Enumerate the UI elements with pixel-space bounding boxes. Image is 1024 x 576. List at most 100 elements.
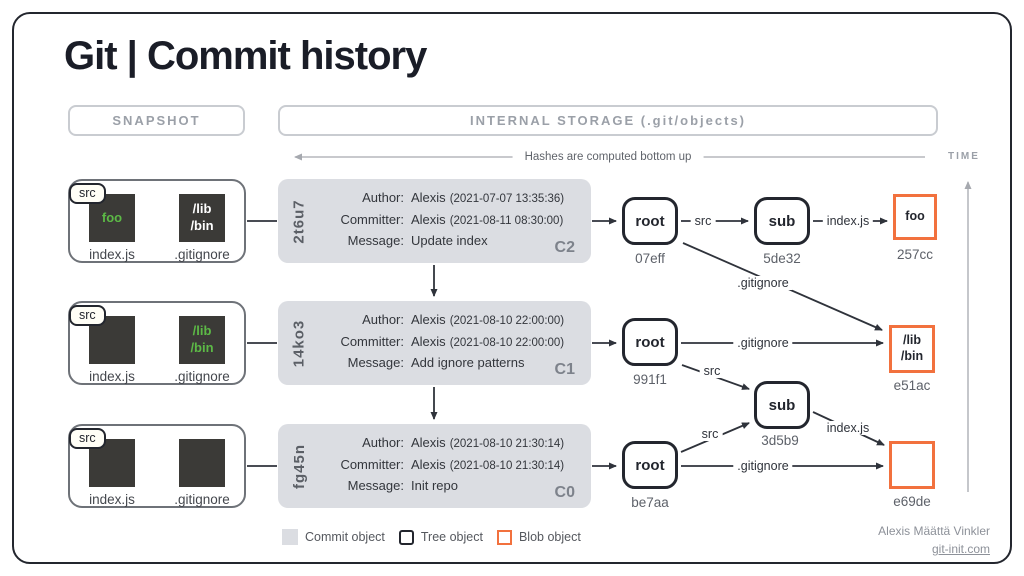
edge-label-indexjs: index.js xyxy=(822,421,874,435)
file-name-label: index.js xyxy=(89,369,135,384)
file-content-text: /bin xyxy=(190,340,214,355)
commit-hash: 14ko3 xyxy=(290,319,308,367)
tree-hash: 5de32 xyxy=(763,251,801,266)
file-gitignore: /lib /bin .gitignore xyxy=(169,194,235,262)
commit-tag: C0 xyxy=(554,484,575,501)
author-value: Alexis xyxy=(411,312,446,327)
legend-commit-object: Commit object xyxy=(282,529,385,545)
message-value: Add ignore patterns xyxy=(411,355,525,370)
blob-hash: e69de xyxy=(893,494,931,509)
committer-label: Committer: xyxy=(340,456,404,472)
blob-node-foo: foo xyxy=(893,194,937,240)
author-value: Alexis xyxy=(411,190,446,205)
legend-tree-object: Tree object xyxy=(398,529,483,545)
tree-node-sub-c2: sub xyxy=(754,197,810,245)
message-label: Message: xyxy=(347,233,404,248)
committer-date: (2021-08-10 21:30:14) xyxy=(449,459,565,472)
committer-value: Alexis xyxy=(411,211,446,227)
tree-node-root-c2: root xyxy=(622,197,678,245)
src-folder-tag: src xyxy=(69,428,106,449)
legend-label: Blob object xyxy=(518,530,581,544)
file-square-icon: src xyxy=(69,305,135,364)
file-gitignore: /lib /bin .gitignore xyxy=(169,316,235,384)
commit-tag: C2 xyxy=(554,239,575,256)
commit-details: Author: Alexis(2021-07-07 13:35:36) Commi… xyxy=(320,190,564,255)
file-content-text: /lib xyxy=(192,201,212,217)
blob-node-empty xyxy=(889,441,935,489)
committer-date: (2021-08-11 08:30:00) xyxy=(449,214,564,227)
message-value: Update index xyxy=(411,233,488,248)
file-square-icon xyxy=(179,439,225,487)
blob-content: /lib xyxy=(902,333,922,348)
author-date: (2021-08-10 22:00:00) xyxy=(449,315,565,327)
commit-object-c2: 2t6u7 Author: Alexis(2021-07-07 13:35:36)… xyxy=(278,179,591,263)
tree-node-root-c0: root xyxy=(622,441,678,489)
blob-node-libbin: /lib /bin xyxy=(889,325,935,373)
author-date: (2021-08-10 21:30:14) xyxy=(449,438,565,450)
file-name-label: index.js xyxy=(89,492,135,507)
edge-label-gitignore: .gitignore xyxy=(733,459,793,473)
blob-content: foo xyxy=(905,209,925,224)
commit-tag: C1 xyxy=(554,361,575,378)
file-index-js: src index.js xyxy=(69,428,145,507)
author-value: Alexis xyxy=(411,435,446,450)
file-square-icon: src foo xyxy=(69,183,135,242)
time-axis-label: TIME xyxy=(948,151,980,162)
snapshot-column-header: SNAPSHOT xyxy=(68,105,245,136)
internal-storage-column-header: INTERNAL STORAGE (.git/objects) xyxy=(278,105,938,136)
tree-object-swatch xyxy=(398,529,414,545)
message-label: Message: xyxy=(347,355,404,370)
tree-hash: 07eff xyxy=(635,251,665,266)
credit-site-link[interactable]: git-init.com xyxy=(931,542,990,556)
legend-label: Tree object xyxy=(420,530,483,544)
author-label: Author: xyxy=(362,435,404,450)
tree-hash: 991f1 xyxy=(633,372,667,387)
file-content-text: /bin xyxy=(190,218,214,233)
author-date: (2021-07-07 13:35:36) xyxy=(449,193,565,205)
commit-object-c0: fg45n Author: Alexis(2021-08-10 21:30:14)… xyxy=(278,424,591,508)
file-square-icon: /lib /bin xyxy=(179,316,225,364)
commit-hash: 2t6u7 xyxy=(290,198,308,244)
legend-blob-object: Blob object xyxy=(496,529,581,545)
src-folder-tag: src xyxy=(69,183,106,204)
message-value: Init repo xyxy=(411,478,458,493)
author-label: Author: xyxy=(362,312,404,327)
legend-label: Commit object xyxy=(305,530,385,544)
message-label: Message: xyxy=(347,478,404,493)
commit-object-c1: 14ko3 Author: Alexis(2021-08-10 22:00:00)… xyxy=(278,301,591,385)
credit: Alexis Määttä Vinkler git-init.com xyxy=(878,522,990,558)
snapshot-c1: src index.js /lib /bin .gitignore xyxy=(68,301,246,385)
file-gitignore: .gitignore xyxy=(169,439,235,507)
tree-node-sub-shared: sub xyxy=(754,381,810,429)
blob-hash: 257cc xyxy=(896,247,934,262)
snapshot-c2: src foo index.js /lib /bin .gitignore xyxy=(68,179,246,263)
file-name-label: .gitignore xyxy=(174,492,230,507)
committer-label: Committer: xyxy=(340,333,404,349)
snapshot-c0: src index.js .gitignore xyxy=(68,424,246,508)
blob-object-swatch xyxy=(496,529,512,545)
blob-hash: e51ac xyxy=(893,378,931,393)
legend: Commit object Tree object Blob object xyxy=(282,529,581,545)
committer-label: Committer: xyxy=(340,211,404,227)
credit-author: Alexis Määttä Vinkler xyxy=(878,524,990,538)
edge-label-gitignore: .gitignore xyxy=(733,336,793,350)
edge-label-src: src xyxy=(690,214,716,228)
tree-hash: be7aa xyxy=(631,495,669,510)
committer-value: Alexis xyxy=(411,456,446,472)
file-index-js: src index.js xyxy=(69,305,145,384)
file-square-icon: src xyxy=(69,428,135,487)
file-content-text: foo xyxy=(101,209,123,225)
file-square-icon: /lib /bin xyxy=(179,194,225,242)
edge-label-indexjs: index.js xyxy=(822,214,874,228)
commit-object-swatch xyxy=(282,529,298,545)
file-index-js: src foo index.js xyxy=(69,183,145,262)
tree-node-root-c1: root xyxy=(622,318,678,366)
file-name-label: .gitignore xyxy=(174,369,230,384)
file-content-text: /lib xyxy=(192,323,212,339)
commit-hash: fg45n xyxy=(290,443,308,489)
commit-details: Author: Alexis(2021-08-10 21:30:14) Commi… xyxy=(320,435,564,500)
blob-content: /bin xyxy=(900,349,924,363)
author-label: Author: xyxy=(362,190,404,205)
edge-label-gitignore: .gitignore xyxy=(733,276,793,290)
file-name-label: index.js xyxy=(89,247,135,262)
